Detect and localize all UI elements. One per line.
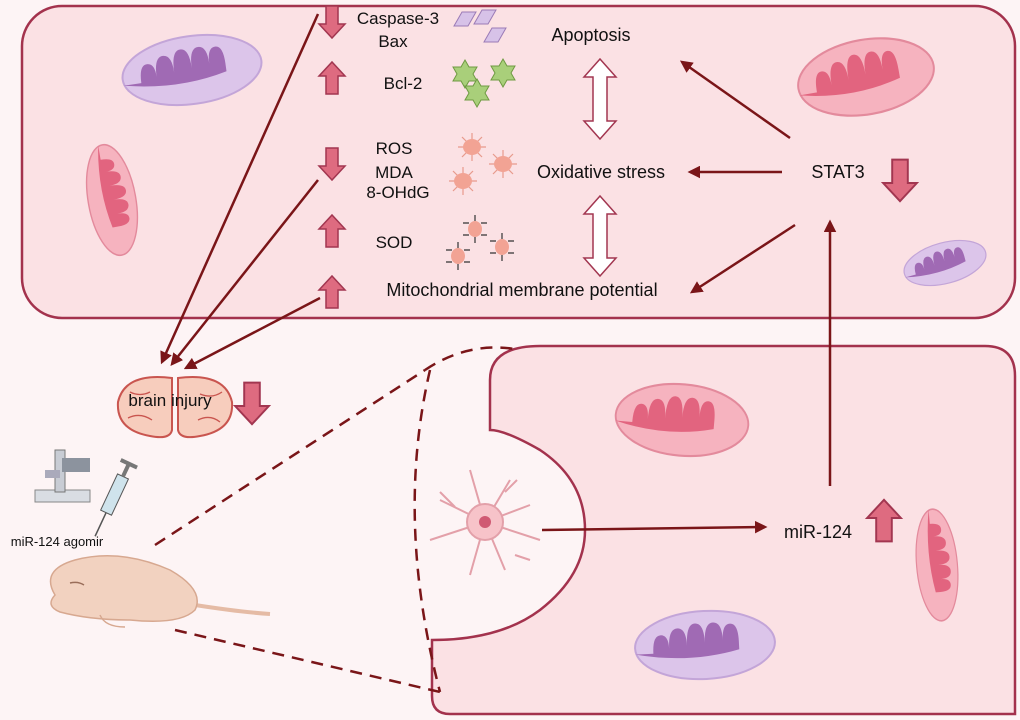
pathway-arrows xyxy=(160,13,837,534)
ros-label: ROS xyxy=(376,139,413,158)
neuron-icon xyxy=(429,469,541,576)
brain-injury-label: brain injury xyxy=(128,391,212,410)
caspase-bax-icon xyxy=(453,9,507,43)
zoom-dashed-lines xyxy=(154,346,521,694)
lower-cell xyxy=(430,344,1017,716)
brain-icon xyxy=(116,376,234,439)
mmp-label: Mitochondrial membrane potential xyxy=(386,280,657,300)
8ohdg-label: 8-OHdG xyxy=(366,183,429,202)
oxidative-stress-label: Oxidative stress xyxy=(537,162,665,182)
mir124-label: miR-124 xyxy=(784,522,852,542)
caspase3-label: Caspase-3 xyxy=(357,9,439,28)
sod-label: SOD xyxy=(376,233,413,252)
ros-icon xyxy=(457,132,487,162)
stat3-label: STAT3 xyxy=(811,162,864,182)
bcl2-label: Bcl-2 xyxy=(384,74,423,93)
bcl2-icon xyxy=(452,57,516,109)
syringe-icon xyxy=(94,458,138,537)
brain-injury-down-arrow xyxy=(234,381,270,426)
agomir-label: miR-124 agomir xyxy=(11,534,104,549)
mda-label: MDA xyxy=(375,163,413,182)
stereotaxic-injector-icon xyxy=(34,449,91,503)
ros-icon xyxy=(488,149,518,179)
ros-icon xyxy=(448,166,478,196)
bax-label: Bax xyxy=(378,32,408,51)
rat-pup-icon xyxy=(49,555,271,628)
apoptosis-label: Apoptosis xyxy=(551,25,630,45)
